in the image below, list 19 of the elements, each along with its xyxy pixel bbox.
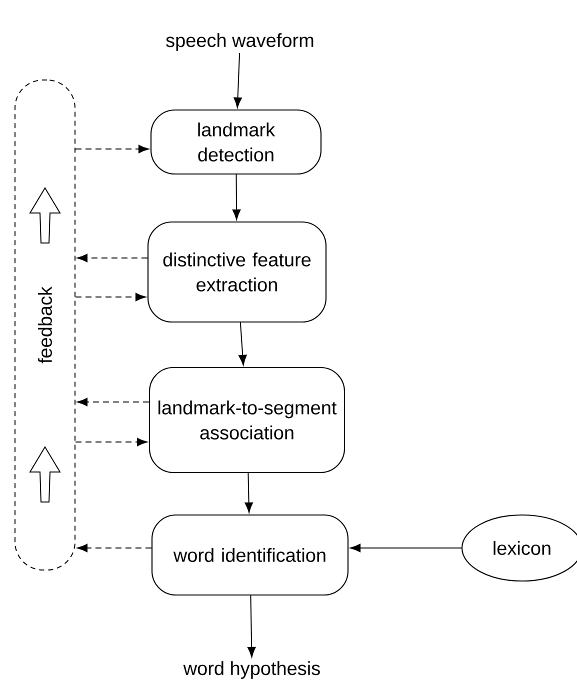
arrow (75, 144, 149, 154)
arrow (234, 52, 242, 108)
arrow (77, 544, 152, 552)
process-box: landmark-to-segment association (148, 366, 346, 474)
arrow (75, 438, 148, 446)
arrow (77, 398, 150, 406)
arrow (238, 322, 247, 366)
feedback-bar: feedback (14, 80, 76, 570)
process-box: word identification (151, 514, 349, 596)
arrow (247, 595, 256, 658)
arrow (232, 174, 241, 220)
flow-text: speech waveform (166, 33, 314, 51)
process-box: landmark detection (150, 109, 322, 175)
arrow (350, 544, 462, 552)
arrow (244, 472, 253, 513)
process-box: distinctive feature extraction (147, 221, 327, 323)
flow-text: word hypothesis (183, 661, 320, 679)
arrow (77, 254, 148, 262)
arrow (75, 292, 146, 302)
